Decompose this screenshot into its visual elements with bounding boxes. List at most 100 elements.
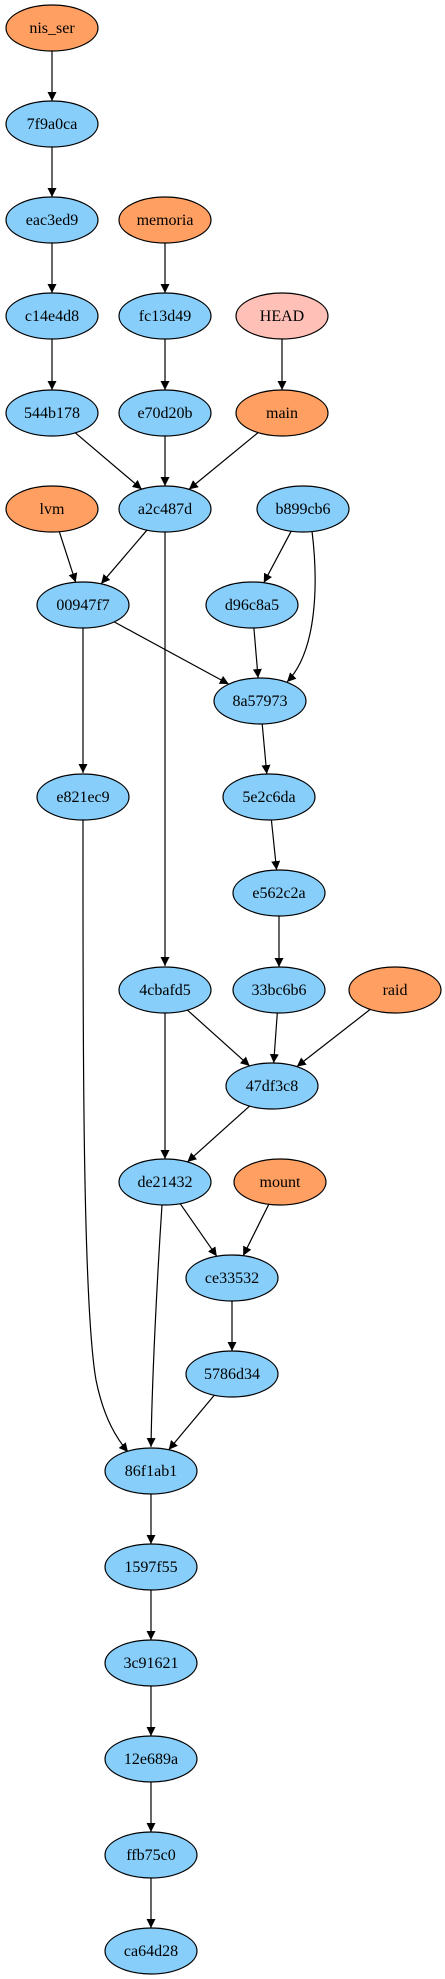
node-label: de21432	[137, 1174, 192, 1191]
commit-node-47df3c8[interactable]: 47df3c8	[225, 1062, 319, 1110]
edge-de21432-to-86f1ab1	[146, 1204, 163, 1448]
node-ellipse	[225, 1062, 319, 1110]
commit-node-86f1ab1[interactable]: 86f1ab1	[104, 1447, 198, 1495]
ref-node-main[interactable]: main	[235, 389, 329, 437]
commit-node-12e689a[interactable]: 12e689a	[104, 1735, 198, 1783]
commit-node-e70d20b[interactable]: e70d20b	[118, 389, 212, 437]
node-label: 33bc6b6	[251, 982, 306, 999]
node-label: eac3ed9	[26, 212, 78, 229]
node-ellipse	[213, 677, 307, 725]
commit-node-a2c487d[interactable]: a2c487d	[118, 485, 212, 533]
node-label: 00947f7	[56, 597, 109, 614]
commit-node-8a57973[interactable]: 8a57973	[213, 677, 307, 725]
node-label: 1597f55	[124, 1559, 177, 1576]
commit-node-d96c8a5[interactable]: d96c8a5	[205, 581, 299, 629]
node-ellipse	[118, 389, 212, 437]
node-ellipse	[348, 966, 442, 1014]
node-ellipse	[205, 581, 299, 629]
commit-node-1597f55[interactable]: 1597f55	[104, 1543, 198, 1591]
node-ellipse	[118, 1158, 212, 1206]
node-label: ce33532	[205, 1270, 259, 1287]
commit-node-544b178[interactable]: 544b178	[5, 389, 99, 437]
edge-b899cb6-to-8a57973	[286, 530, 316, 683]
node-ellipse	[36, 581, 130, 629]
ref-node-raid[interactable]: raid	[348, 966, 442, 1014]
ref-node-nis_ser[interactable]: nis_ser	[5, 4, 99, 52]
commit-node-e562c2a[interactable]: e562c2a	[232, 869, 326, 917]
ref-node-HEAD[interactable]: HEAD	[235, 292, 329, 340]
edge-4cbafd5-to-47df3c8	[186, 1009, 251, 1067]
node-label: ca64d28	[124, 1943, 178, 1960]
node-label: memoria	[137, 212, 194, 229]
node-label: 8a57973	[232, 693, 287, 710]
node-ellipse	[232, 869, 326, 917]
node-label: b899cb6	[275, 501, 330, 518]
node-ellipse	[5, 389, 99, 437]
edge-d96c8a5-to-8a57973	[252, 627, 262, 679]
node-ellipse	[104, 1447, 198, 1495]
commit-node-ffb75c0[interactable]: ffb75c0	[104, 1831, 198, 1879]
edge-lvm-to-00947f7	[58, 531, 78, 583]
commit-node-e821ec9[interactable]: e821ec9	[36, 773, 130, 821]
edge-00947f7-to-8a57973	[113, 621, 230, 685]
node-label: 5786d34	[204, 1366, 260, 1383]
commit-node-33bc6b6[interactable]: 33bc6b6	[232, 966, 326, 1014]
ref-node-mount[interactable]: mount	[233, 1158, 327, 1206]
node-label: e70d20b	[137, 405, 192, 422]
node-ellipse	[104, 1927, 198, 1975]
node-label: 544b178	[24, 405, 80, 422]
commit-node-b899cb6[interactable]: b899cb6	[256, 485, 350, 533]
node-ellipse	[104, 1831, 198, 1879]
edge-de21432-to-ce33532	[179, 1203, 218, 1257]
node-ellipse	[235, 389, 329, 437]
commit-node-4cbafd5[interactable]: 4cbafd5	[118, 966, 212, 1014]
commit-node-7f9a0ca[interactable]: 7f9a0ca	[5, 100, 99, 148]
node-ellipse	[118, 196, 212, 244]
edge-8a57973-to-5e2c6da	[261, 723, 271, 775]
ref-node-lvm[interactable]: lvm	[5, 485, 99, 533]
commit-node-de21432[interactable]: de21432	[118, 1158, 212, 1206]
node-label: 86f1ab1	[125, 1463, 177, 1480]
node-ellipse	[36, 773, 130, 821]
edge-5786d34-to-86f1ab1	[168, 1394, 215, 1451]
node-label: e821ec9	[56, 789, 109, 806]
node-label: 47df3c8	[246, 1078, 298, 1095]
node-label: a2c487d	[138, 501, 192, 518]
commit-node-c14e4d8[interactable]: c14e4d8	[5, 292, 99, 340]
node-ellipse	[222, 773, 316, 821]
node-layer: nis_ser 7f9a0ca eac3ed9 memoria c14e4d8 fc13d…	[5, 4, 442, 1975]
node-ellipse	[5, 4, 99, 52]
node-label: lvm	[40, 501, 65, 518]
commit-node-5786d34[interactable]: 5786d34	[185, 1350, 279, 1398]
edge-a2c487d-to-00947f7	[100, 529, 148, 585]
edge-5e2c6da-to-e562c2a	[270, 819, 281, 871]
node-ellipse	[5, 292, 99, 340]
edge-e821ec9-to-86f1ab1	[82, 819, 129, 1453]
node-ellipse	[118, 292, 212, 340]
node-ellipse	[5, 485, 99, 533]
node-ellipse	[232, 966, 326, 1014]
edge-layer	[47, 51, 371, 1928]
node-label: HEAD	[260, 308, 304, 325]
node-ellipse	[185, 1350, 279, 1398]
edge-raid-to-47df3c8	[296, 1008, 371, 1068]
commit-node-00947f7[interactable]: 00947f7	[36, 581, 130, 629]
node-ellipse	[5, 196, 99, 244]
node-label: 5e2c6da	[242, 789, 295, 806]
node-ellipse	[185, 1254, 279, 1302]
commit-node-3c91621[interactable]: 3c91621	[104, 1639, 198, 1687]
node-label: d96c8a5	[225, 597, 279, 614]
commit-node-fc13d49[interactable]: fc13d49	[118, 292, 212, 340]
commit-node-ce33532[interactable]: ce33532	[185, 1254, 279, 1302]
commit-node-5e2c6da[interactable]: 5e2c6da	[222, 773, 316, 821]
node-ellipse	[104, 1735, 198, 1783]
edge-47df3c8-to-de21432	[186, 1105, 251, 1163]
node-label: c14e4d8	[25, 308, 79, 325]
ref-node-memoria[interactable]: memoria	[118, 196, 212, 244]
commit-node-ca64d28[interactable]: ca64d28	[104, 1927, 198, 1975]
node-ellipse	[256, 485, 350, 533]
commit-node-eac3ed9[interactable]: eac3ed9	[5, 196, 99, 244]
node-label: ffb75c0	[126, 1847, 175, 1864]
node-ellipse	[118, 966, 212, 1014]
edge-33bc6b6-to-47df3c8	[269, 1012, 279, 1064]
